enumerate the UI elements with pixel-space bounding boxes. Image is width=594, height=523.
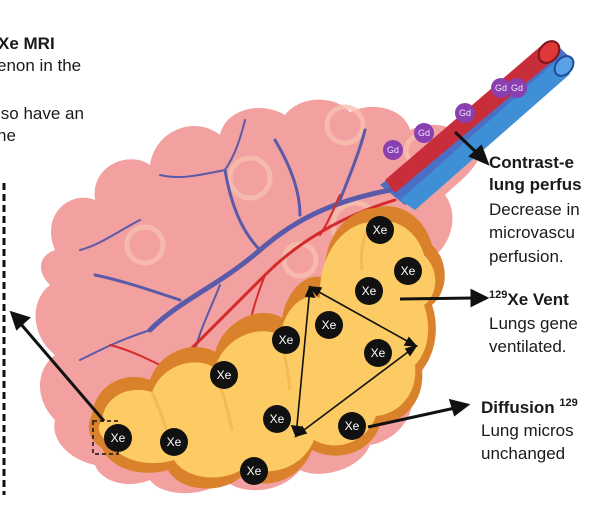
xenon-atom: Xe <box>104 424 132 452</box>
xe-mri-text-line: he <box>0 125 16 147</box>
perfusion-title: lung perfus <box>489 174 582 196</box>
gadolinium-particle: Gd <box>455 103 475 123</box>
xenon-atom: Xe <box>240 457 268 485</box>
xenon-atom: Xe <box>263 405 291 433</box>
isotope-number: 129 <box>489 289 507 301</box>
xenon-atom: Xe <box>160 428 188 456</box>
perfusion-title: Contrast-e <box>489 152 574 174</box>
isotope-number: 129 <box>559 397 577 409</box>
xenon-atom: Xe <box>364 339 392 367</box>
perfusion-body-line: perfusion. <box>489 246 564 268</box>
xenon-atom: Xe <box>272 326 300 354</box>
ventilation-body-line: ventilated. <box>489 336 567 358</box>
ventilation-body-line: Lungs gene <box>489 313 578 335</box>
diffusion-title: Diffusion 129 <box>481 397 578 419</box>
ventilation-title: 129Xe Vent <box>489 289 569 311</box>
gadolinium-particle: Gd <box>414 123 434 143</box>
diffusion-title-text: Diffusion <box>481 398 559 417</box>
xenon-atom: Xe <box>366 216 394 244</box>
xenon-atom: Xe <box>355 277 383 305</box>
xenon-atom: Xe <box>338 412 366 440</box>
xenon-atom: Xe <box>210 361 238 389</box>
ventilation-title-text: Xe Vent <box>507 290 568 309</box>
xe-mri-text-line: enon in the <box>0 55 81 77</box>
gadolinium-particle: Gd <box>383 140 403 160</box>
perfusion-body-line: Decrease in <box>489 199 580 221</box>
diffusion-body-line: unchanged <box>481 443 565 465</box>
xenon-atom: Xe <box>315 311 343 339</box>
xenon-atom: Xe <box>394 257 422 285</box>
xe-mri-text-line: lso have an <box>0 103 84 125</box>
xe-mri-heading: Xe MRI <box>0 33 55 55</box>
perfusion-body-line: microvascu <box>489 222 575 244</box>
diffusion-body-line: Lung micros <box>481 420 574 442</box>
gadolinium-particle: Gd <box>507 78 527 98</box>
